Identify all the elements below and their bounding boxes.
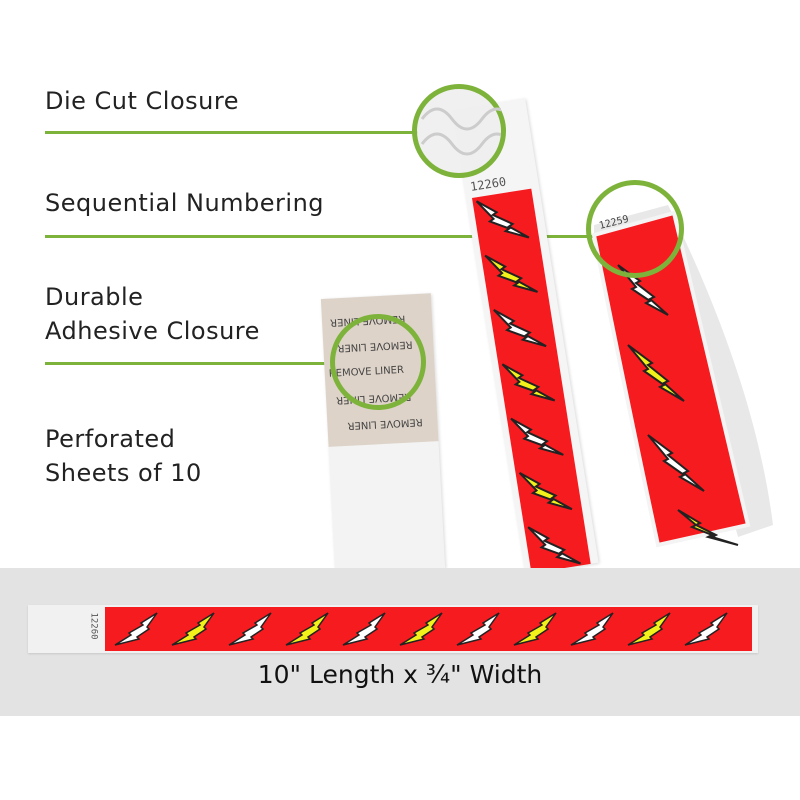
bolt-pattern-icon [114,612,728,646]
callout-line-sequential [45,235,593,238]
curved-band-red [591,210,751,548]
dimension-panel: 12260 [0,568,800,716]
callout-line-adhesive [45,362,335,365]
callout-circle-sequential [586,180,684,278]
serial-number: 12260 [469,174,508,195]
flat-wristband: 12260 [28,605,758,653]
bolt-pattern-icon [475,193,582,572]
feature-die-cut-closure: Die Cut Closure [45,87,239,115]
feature-perforated-line1: Perforated [45,425,176,453]
callout-circle-adhesive [330,314,426,410]
liner-text: REMOVE LINER [347,415,423,431]
dimension-label: 10" Length x ¾" Width [257,660,543,689]
flat-band-red [105,607,752,651]
flat-serial-number: 12260 [88,612,99,640]
feature-durable-line1: Durable [45,283,144,311]
feature-perforated-line2: Sheets of 10 [45,459,202,487]
feature-perforated-sheets: Perforated Sheets of 10 [45,422,202,490]
callout-line-die-cut [45,131,418,134]
feature-durable-line2: Adhesive Closure [45,317,260,345]
feature-sequential-numbering: Sequential Numbering [45,189,325,217]
callout-circle-die-cut [412,84,514,178]
die-cut-wave-icon [420,107,514,156]
vertical-band-red [472,188,591,574]
feature-durable-adhesive: Durable Adhesive Closure [45,280,260,348]
